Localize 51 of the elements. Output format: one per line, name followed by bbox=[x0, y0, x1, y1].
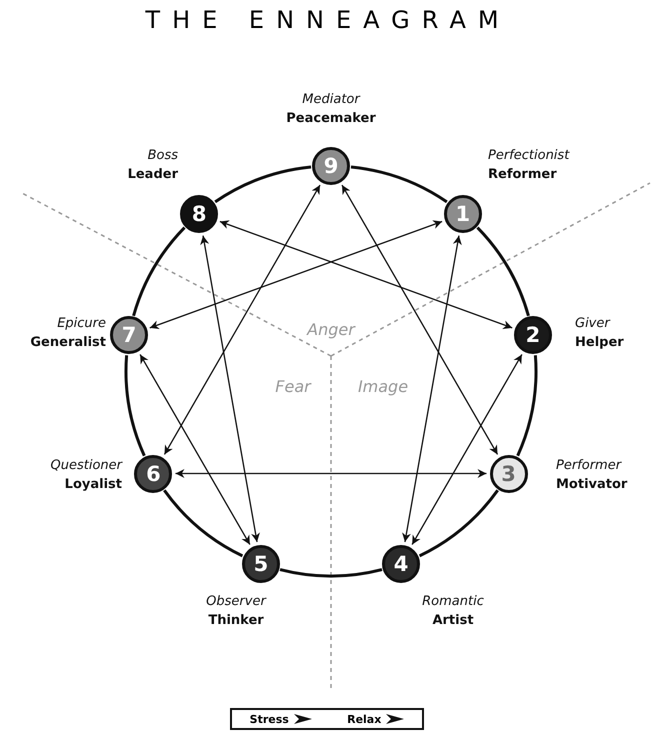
number-circle: 6 bbox=[134, 454, 172, 492]
number-circle: 4 bbox=[382, 544, 420, 583]
number-circle: 1 bbox=[444, 194, 482, 233]
zone-label: Image bbox=[358, 377, 408, 396]
type-name: Peacemaker bbox=[286, 111, 376, 126]
arrow bbox=[412, 354, 522, 545]
circle-arc bbox=[132, 226, 186, 316]
type-name: Reformer bbox=[488, 167, 557, 182]
type-name: Artist bbox=[432, 613, 474, 628]
circle-arc bbox=[163, 489, 244, 558]
circle-arc bbox=[280, 568, 382, 578]
circle-arc bbox=[214, 166, 312, 204]
arrow bbox=[220, 220, 512, 330]
zone-label: Anger bbox=[307, 320, 355, 339]
title: THE ENNEAGRAM bbox=[144, 6, 512, 34]
arrow bbox=[140, 354, 250, 545]
circle-arc bbox=[418, 489, 499, 558]
legend-label: Relax bbox=[347, 712, 382, 726]
type-nickname: Perfectionist bbox=[488, 148, 570, 163]
number-circle: 3 bbox=[490, 454, 528, 492]
number-circle: 2 bbox=[514, 316, 552, 354]
type-name: Motivator bbox=[556, 477, 628, 492]
arrow bbox=[200, 236, 260, 542]
arrow bbox=[341, 184, 498, 455]
type-nickname: Mediator bbox=[302, 92, 360, 107]
type-nickname: Epicure bbox=[57, 316, 106, 331]
number-circle: 5 bbox=[242, 544, 280, 583]
legend-label: Stress bbox=[250, 712, 289, 726]
number-circle: 8 bbox=[180, 194, 218, 233]
circle-arc bbox=[350, 166, 448, 204]
zone-label: Fear bbox=[275, 377, 311, 396]
arrow bbox=[150, 220, 442, 330]
type-name: Helper bbox=[575, 335, 624, 350]
circle-arc bbox=[476, 226, 530, 316]
arrow bbox=[164, 184, 321, 455]
type-nickname: Questioner bbox=[50, 458, 122, 473]
arrow bbox=[402, 236, 462, 542]
type-nickname: Giver bbox=[575, 316, 610, 331]
type-nickname: Observer bbox=[206, 594, 266, 609]
type-nickname: Performer bbox=[556, 458, 622, 473]
arrow bbox=[175, 469, 487, 478]
type-name: Thinker bbox=[208, 613, 264, 628]
type-name: Loyalist bbox=[64, 477, 122, 492]
number-circle: 9 bbox=[312, 147, 350, 185]
type-name: Generalist bbox=[30, 335, 106, 350]
number-circle: 7 bbox=[110, 316, 148, 354]
type-name: Leader bbox=[128, 167, 178, 182]
circle-arc bbox=[124, 355, 146, 456]
circle-arc bbox=[516, 355, 538, 456]
type-nickname: Boss bbox=[148, 148, 178, 163]
type-nickname: Romantic bbox=[422, 594, 484, 609]
